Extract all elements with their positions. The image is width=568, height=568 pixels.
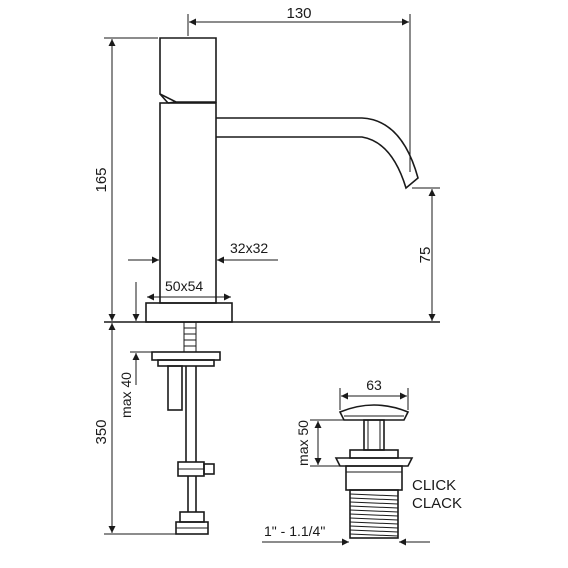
dim-max-deck: max 40 [118,282,152,418]
dim-waste-height-label: max 50 [295,420,311,466]
dim-spout-height-label: 75 [417,247,434,264]
dim-body-section-label: 32x32 [230,240,268,256]
dim-below-deck-label: 350 [93,419,110,444]
dim-spout-reach-label: 130 [286,5,311,22]
dim-waste-thread: 1" - 1.1/4" [262,523,430,546]
dim-waste-width-label: 63 [366,377,382,393]
dim-total-height: 165 [93,37,158,321]
waste-thread [349,493,399,537]
click-clack-line2: CLACK [412,495,462,512]
faucet-body [145,37,419,323]
click-clack-label: CLICK CLACK [412,477,462,512]
waste-valve [334,404,414,539]
dim-spout-height: 75 [412,187,440,321]
dim-base-section-label: 50x54 [165,278,203,294]
dim-below-deck: 350 [93,323,176,535]
click-clack-line1: CLICK [412,477,456,494]
mounting-hardware [151,321,221,535]
dim-total-height-label: 165 [93,167,110,192]
dim-max-deck-label: max 40 [118,372,134,418]
dim-waste-width: 63 [339,377,409,410]
dim-waste-thread-label: 1" - 1.1/4" [264,523,325,539]
dim-spout-reach: 130 [187,5,411,172]
dim-base-section: 50x54 [147,278,231,301]
dim-body-section: 32x32 [128,240,278,264]
dim-waste-height: max 50 [295,419,344,467]
